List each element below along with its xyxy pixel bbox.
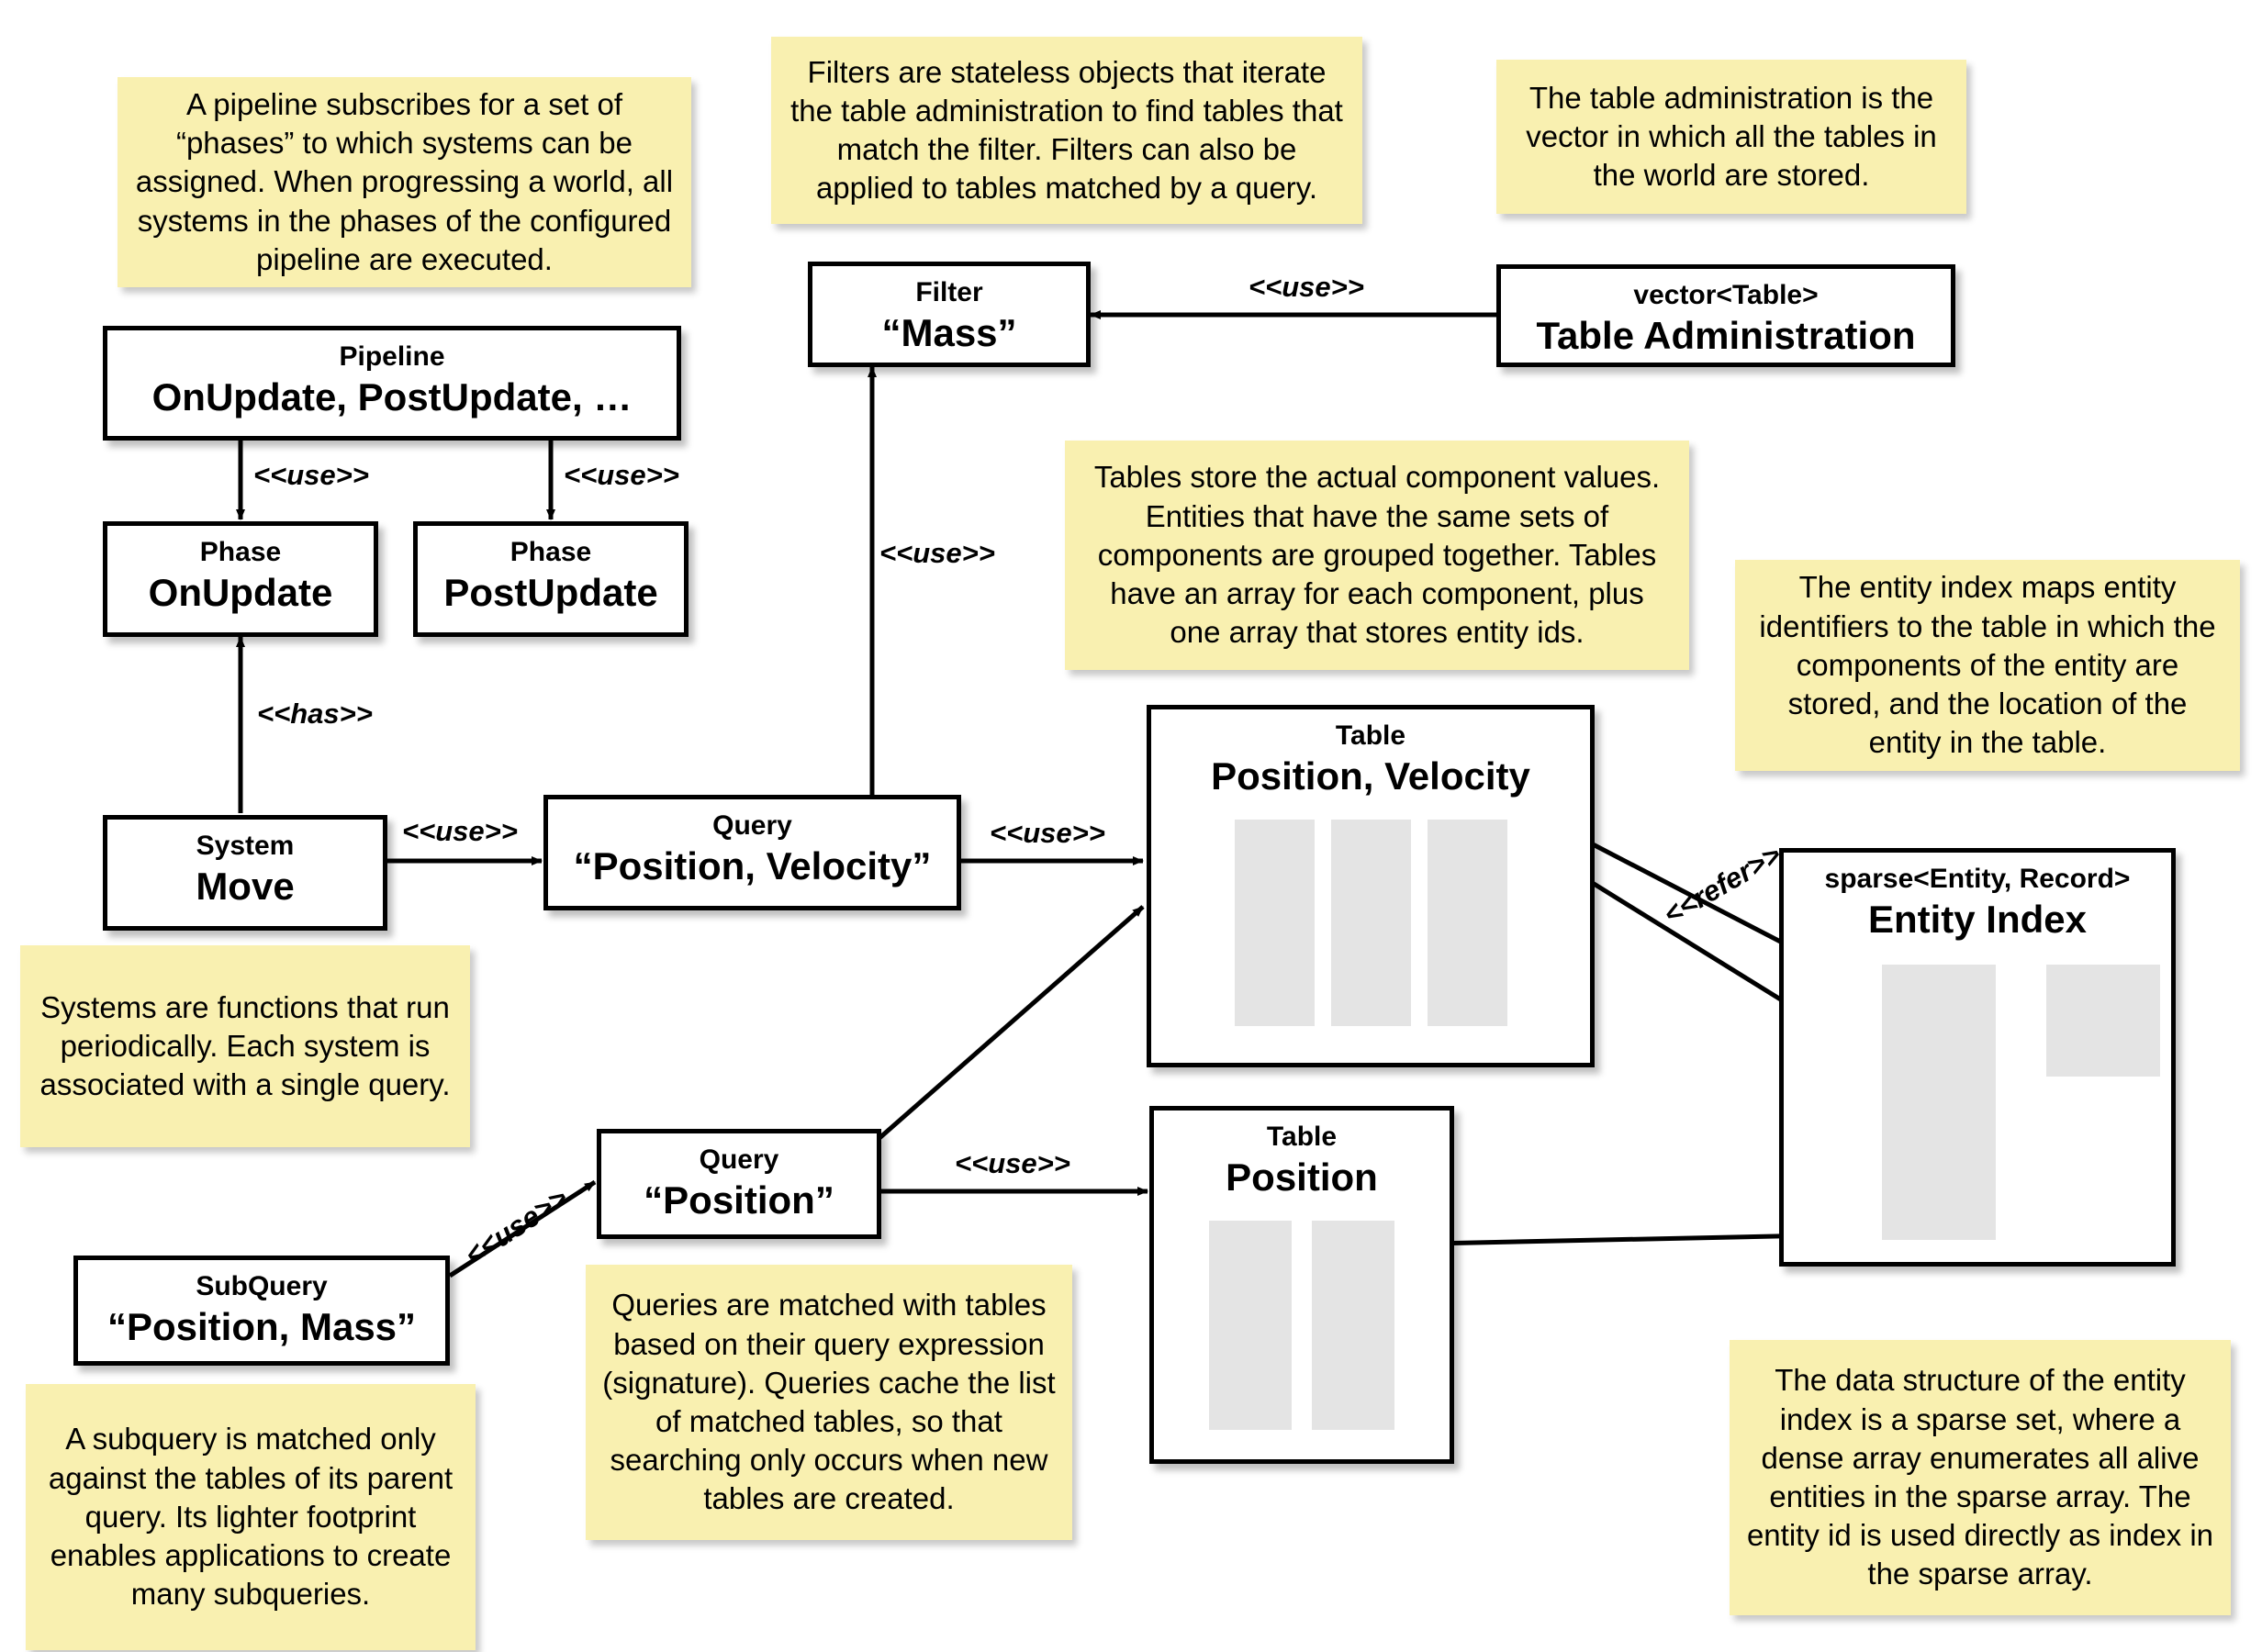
label-system-has-phase: <<has>> bbox=[257, 698, 373, 730]
label-pipeline-postupdate: <<use>> bbox=[564, 459, 679, 491]
note-subquery: A subquery is matched only against the t… bbox=[26, 1384, 476, 1650]
table-array-column bbox=[1209, 1221, 1292, 1430]
table-pos-arrays bbox=[1154, 1221, 1450, 1430]
note-table: Tables store the actual component values… bbox=[1065, 441, 1689, 670]
box-table-admin[interactable]: vector<Table> Table Administration bbox=[1496, 264, 1955, 367]
box-filter-mass[interactable]: Filter “Mass” bbox=[808, 262, 1091, 367]
box-filter-mass-stereotype: Filter bbox=[915, 277, 983, 307]
box-entity-index-title: Entity Index bbox=[1867, 897, 2088, 941]
box-phase-postupdate[interactable]: Phase PostUpdate bbox=[413, 521, 689, 637]
box-query-pos-stereotype: Query bbox=[699, 1144, 779, 1175]
entity-index-dense-array bbox=[2046, 965, 2160, 1077]
note-sparse-set: The data structure of the entity index i… bbox=[1730, 1340, 2231, 1615]
label-admin-use-filter: <<use>> bbox=[1249, 271, 1364, 303]
box-table-admin-title: Table Administration bbox=[1536, 313, 1916, 357]
box-phase-onupdate-title: OnUpdate bbox=[148, 570, 333, 614]
table-array-column bbox=[1427, 820, 1507, 1026]
note-systems: Systems are functions that run periodica… bbox=[20, 945, 470, 1147]
box-table-pos-stereotype: Table bbox=[1266, 1122, 1338, 1152]
note-table-admin: The table administration is the vector i… bbox=[1496, 60, 1966, 214]
box-subquery-title: “Position, Mass” bbox=[106, 1304, 417, 1348]
label-pipeline-onupdate: <<use>> bbox=[253, 459, 369, 491]
label-subquery-use-query: <<use>> bbox=[459, 1181, 574, 1272]
box-system-move-title: Move bbox=[196, 864, 295, 908]
box-table-posvel-stereotype: Table bbox=[1335, 720, 1406, 751]
box-system-move[interactable]: System Move bbox=[103, 815, 387, 931]
box-query-pos-title: “Position” bbox=[644, 1178, 834, 1222]
label-querypos-use-table: <<use>> bbox=[955, 1147, 1070, 1179]
table-posvel-arrays bbox=[1151, 820, 1590, 1026]
note-entity-index: The entity index maps entity identifiers… bbox=[1735, 560, 2240, 771]
box-subquery[interactable]: SubQuery “Position, Mass” bbox=[73, 1256, 450, 1366]
box-query-posvel-stereotype: Query bbox=[712, 810, 792, 841]
note-pipeline: A pipeline subscribes for a set of “phas… bbox=[118, 77, 691, 287]
table-array-column bbox=[1330, 820, 1411, 1026]
note-queries: Queries are matched with tables based on… bbox=[586, 1265, 1072, 1540]
box-phase-onupdate[interactable]: Phase OnUpdate bbox=[103, 521, 378, 637]
box-system-move-stereotype: System bbox=[196, 831, 295, 861]
table-array-column bbox=[1234, 820, 1315, 1026]
box-table-pos-title: Position bbox=[1226, 1155, 1378, 1199]
box-filter-mass-title: “Mass” bbox=[881, 310, 1017, 354]
label-query-use-filter: <<use>> bbox=[879, 537, 995, 569]
box-table-position-velocity[interactable]: Table Position, Velocity bbox=[1147, 705, 1595, 1067]
box-query-position[interactable]: Query “Position” bbox=[597, 1129, 881, 1239]
box-pipeline-stereotype: Pipeline bbox=[339, 341, 445, 372]
box-entity-index[interactable]: sparse<Entity, Record> Entity Index bbox=[1779, 848, 2176, 1267]
table-array-column bbox=[1312, 1221, 1394, 1430]
box-query-position-velocity[interactable]: Query “Position, Velocity” bbox=[543, 795, 961, 910]
entity-index-sparse-array bbox=[1882, 965, 1996, 1240]
box-phase-onupdate-stereotype: Phase bbox=[199, 537, 282, 567]
box-query-posvel-title: “Position, Velocity” bbox=[573, 843, 932, 887]
box-phase-postupdate-stereotype: Phase bbox=[510, 537, 592, 567]
box-table-posvel-title: Position, Velocity bbox=[1211, 753, 1530, 798]
label-system-use-query: <<use>> bbox=[402, 815, 518, 847]
label-query-use-table: <<use>> bbox=[990, 817, 1105, 849]
label-index-refer-table: <<refer>> bbox=[1658, 838, 1786, 932]
edge-querypos-to-tableposvel bbox=[878, 905, 1145, 1140]
box-pipeline[interactable]: Pipeline OnUpdate, PostUpdate, … bbox=[103, 326, 681, 441]
box-phase-postupdate-title: PostUpdate bbox=[443, 570, 658, 614]
box-entity-index-stereotype: sparse<Entity, Record> bbox=[1824, 864, 2131, 894]
note-filter: Filters are stateless objects that itera… bbox=[771, 37, 1362, 224]
box-table-admin-stereotype: vector<Table> bbox=[1633, 280, 1819, 310]
box-pipeline-title: OnUpdate, PostUpdate, … bbox=[151, 374, 633, 419]
box-table-position[interactable]: Table Position bbox=[1149, 1106, 1454, 1464]
box-subquery-stereotype: SubQuery bbox=[196, 1271, 328, 1301]
